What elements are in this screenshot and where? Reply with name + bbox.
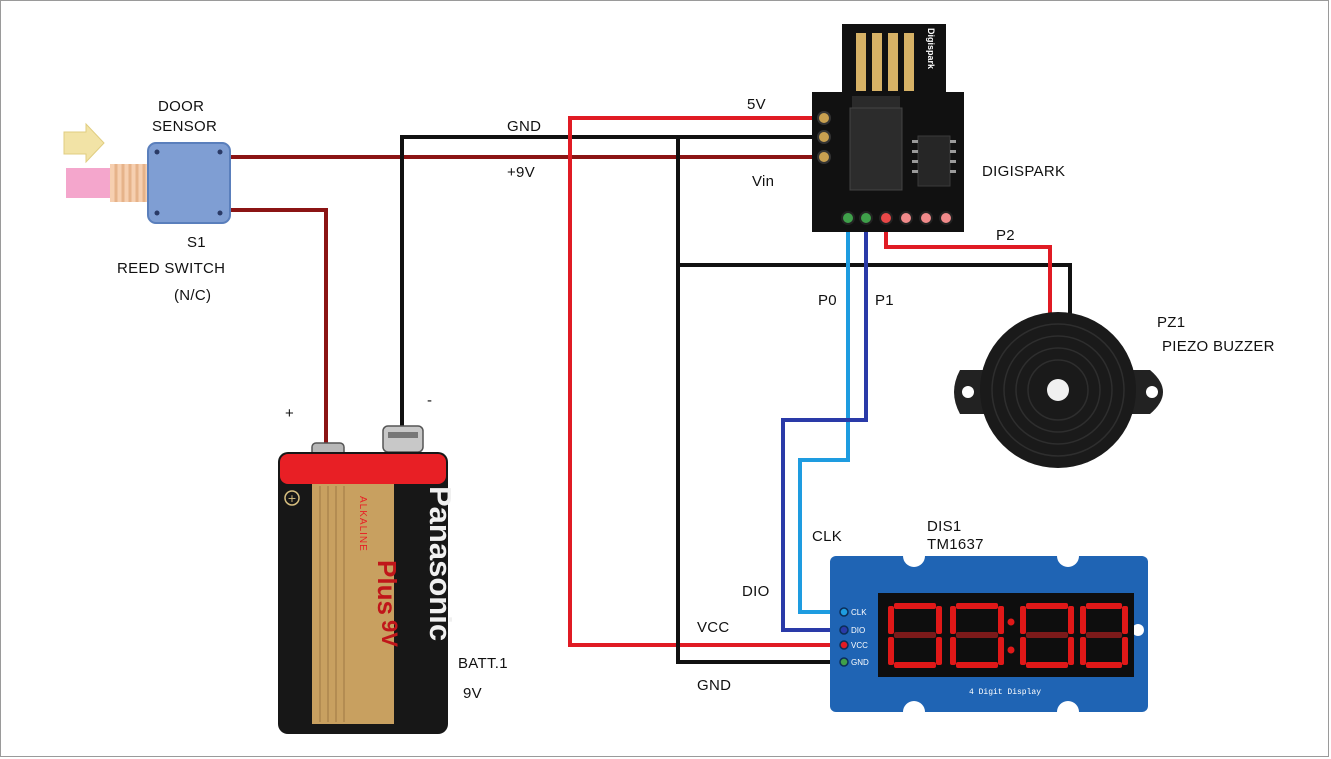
display-pin-label-clk: CLK <box>851 608 867 617</box>
pin-p0 <box>841 211 855 225</box>
label-dio: DIO <box>742 583 770 600</box>
pin-p2 <box>879 211 893 225</box>
piezo-buzzer <box>954 312 1163 468</box>
wire-sensor-battery-plus <box>228 208 328 452</box>
pin-vin <box>817 150 831 164</box>
wire-p1-dio <box>781 224 868 632</box>
pin-p5 <box>939 211 953 225</box>
label-dis1: DIS1 <box>927 518 962 535</box>
display-caption: 4 Digit Display <box>969 688 1041 697</box>
label-pz1: PZ1 <box>1157 314 1185 331</box>
label-battery-minus: - <box>427 392 432 409</box>
battery-brand: Panasonic <box>423 486 458 641</box>
pin-p1 <box>859 211 873 225</box>
attiny-chip <box>917 135 951 187</box>
label-5v: 5V <box>747 96 766 113</box>
display-pin-label-dio: DIO <box>851 626 865 635</box>
reed-magnet-pink <box>66 168 110 198</box>
wire-5v-vcc <box>568 116 840 647</box>
wire-gnd-buzzer <box>678 263 1072 318</box>
pin-p4 <box>919 211 933 225</box>
magnet-arrow-icon <box>63 122 105 164</box>
label-p2: P2 <box>996 227 1015 244</box>
label-s1: S1 <box>187 234 206 251</box>
tm1637-display-module: 4 Digit Display CLK DIO VCC GND <box>830 545 1148 723</box>
display-pin-clk <box>839 607 849 617</box>
label-clk: CLK <box>812 528 842 545</box>
label-p1: P1 <box>875 292 894 309</box>
wire-gnd-display <box>676 137 840 664</box>
voltage-regulator <box>852 96 900 108</box>
reed-switch-body <box>147 142 231 224</box>
label-batt1: BATT.1 <box>458 655 508 672</box>
label-p0: P0 <box>818 292 837 309</box>
annotations: DOOR SENSOR S1 REED SWITCH (N/C) GND +9V… <box>117 96 1275 702</box>
display-pin-dio <box>839 625 849 635</box>
label-battery-plus: + <box>285 405 294 422</box>
label-vin: Vin <box>752 173 774 190</box>
battery-9v: + Panasonic ALKALINE Plus 9V <box>278 425 458 734</box>
battery-terminal-minus <box>382 425 424 453</box>
battery-series: ALKALINE <box>357 496 368 552</box>
label-tm1637: TM1637 <box>927 536 984 553</box>
label-sensor: SENSOR <box>152 118 217 135</box>
seven-segment-digits <box>888 603 1128 668</box>
label-door: DOOR <box>158 98 204 115</box>
label-plus-9v: +9V <box>507 164 535 181</box>
label-gnd-bottom: GND <box>697 677 731 694</box>
pin-5v <box>817 111 831 125</box>
door-sensor <box>63 122 231 224</box>
digispark-board: Digispark <box>812 24 964 232</box>
display-pin-vcc <box>839 640 849 650</box>
battery-plus-text: Plus <box>372 560 402 615</box>
label-9v: 9V <box>463 685 482 702</box>
label-reed-switch: REED SWITCH <box>117 260 225 277</box>
buzzer-hole <box>1047 379 1069 401</box>
svg-text:+: + <box>287 492 296 505</box>
label-digispark: DIGISPARK <box>982 163 1065 180</box>
board-silk-label: Digispark <box>926 28 936 70</box>
display-pin-gnd <box>839 657 849 667</box>
display-pin-label-vcc: VCC <box>851 641 868 650</box>
display-pin-label-gnd: GND <box>851 658 869 667</box>
label-nc: (N/C) <box>174 287 211 304</box>
battery-voltage-text: 9V <box>377 620 402 647</box>
pin-p3 <box>899 211 913 225</box>
label-vcc: VCC <box>697 619 730 636</box>
label-gnd-top: GND <box>507 118 541 135</box>
label-piezo-buzzer: PIEZO BUZZER <box>1162 338 1275 355</box>
pin-gnd <box>817 130 831 144</box>
wires <box>228 116 1072 664</box>
battery-gold-band <box>312 484 394 724</box>
wire-p0-clk <box>798 224 850 614</box>
wire-p2-buzzer <box>884 224 1052 318</box>
